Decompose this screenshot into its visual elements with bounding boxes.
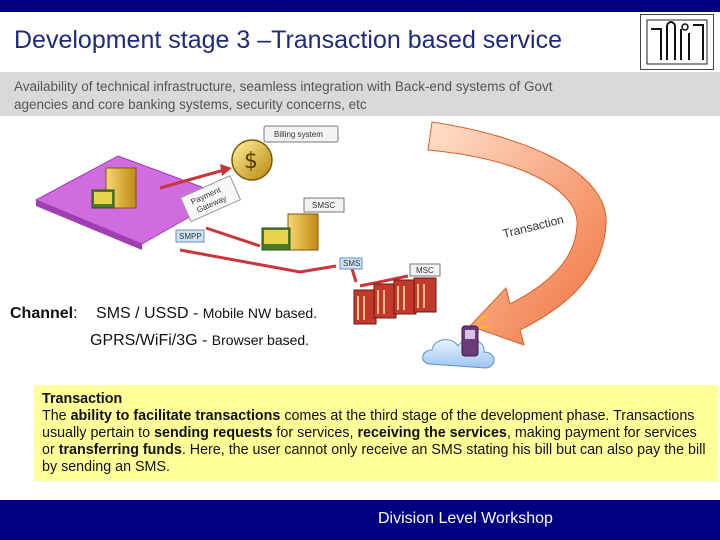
note-bold-3: receiving the services <box>357 425 507 441</box>
channel-line2-type: GPRS/WiFi/3G - <box>90 332 208 349</box>
note-text-4: , making payment for services or <box>42 425 697 458</box>
note-text-3: for services, <box>272 425 358 441</box>
sms-label: SMS <box>343 259 360 268</box>
billing-system-label: Billing system <box>274 130 323 139</box>
arrow-label: Transaction <box>501 212 565 241</box>
msc-label: MSC <box>416 266 434 275</box>
intro-line-2: agencies and core banking systems, secur… <box>14 97 367 112</box>
channel-line1-detail: Mobile NW based. <box>202 305 318 321</box>
note-text-2: comes at the third stage of the developm… <box>42 408 695 441</box>
transaction-note-box: Transaction The ability to facilitate tr… <box>34 385 718 481</box>
channel-row-2: GPRS/WiFi/3G - Browser based. <box>10 327 317 354</box>
note-body: The ability to facilitate transactions c… <box>42 408 710 476</box>
channel-section: Channel: SMS / USSD - Mobile NW based. G… <box>10 300 317 354</box>
gateway-server-icon <box>91 167 137 209</box>
smsc-server-icon <box>261 213 319 251</box>
note-text-5: . Here, the user cannot only receive an … <box>42 442 706 475</box>
smpp-label: SMPP <box>179 232 202 241</box>
channel-line1-type: SMS / USSD - <box>96 305 199 322</box>
svg-text:$: $ <box>244 149 258 174</box>
page-title: Development stage 3 –Transaction based s… <box>14 26 562 54</box>
note-bold-1: ability to facilitate transactions <box>70 408 281 424</box>
transaction-arrow <box>427 121 607 346</box>
note-text-1: The <box>42 408 71 424</box>
intro-line-1: Availability of technical infrastructure… <box>14 79 553 94</box>
billing-system-tag <box>263 125 339 143</box>
billing-coin-icon: $ <box>231 139 273 181</box>
transaction-diagram: Transaction Billing system $ Payment Gat… <box>34 121 607 369</box>
channel-line2-detail: Browser based. <box>211 332 310 348</box>
channel-colon: : <box>73 305 78 322</box>
channel-row-1: Channel: SMS / USSD - Mobile NW based. <box>10 300 317 327</box>
msc-servers-icon <box>353 277 437 325</box>
note-heading: Transaction <box>42 391 123 407</box>
smsc-label: SMSC <box>312 201 335 210</box>
footer: Division Level Workshop <box>0 500 720 540</box>
intro-text: Availability of technical infrastructure… <box>14 78 634 114</box>
header: Development stage 3 –Transaction based s… <box>0 12 720 72</box>
note-bold-2: sending requests <box>154 425 273 441</box>
mobile-cloud-icon <box>422 315 495 369</box>
top-band <box>0 0 720 12</box>
channel-label: Channel <box>10 305 74 322</box>
intro-background <box>0 72 720 116</box>
footer-text: Division Level Workshop <box>378 510 553 527</box>
organization-logo <box>640 14 714 70</box>
note-bold-4: transferring funds <box>58 442 182 458</box>
